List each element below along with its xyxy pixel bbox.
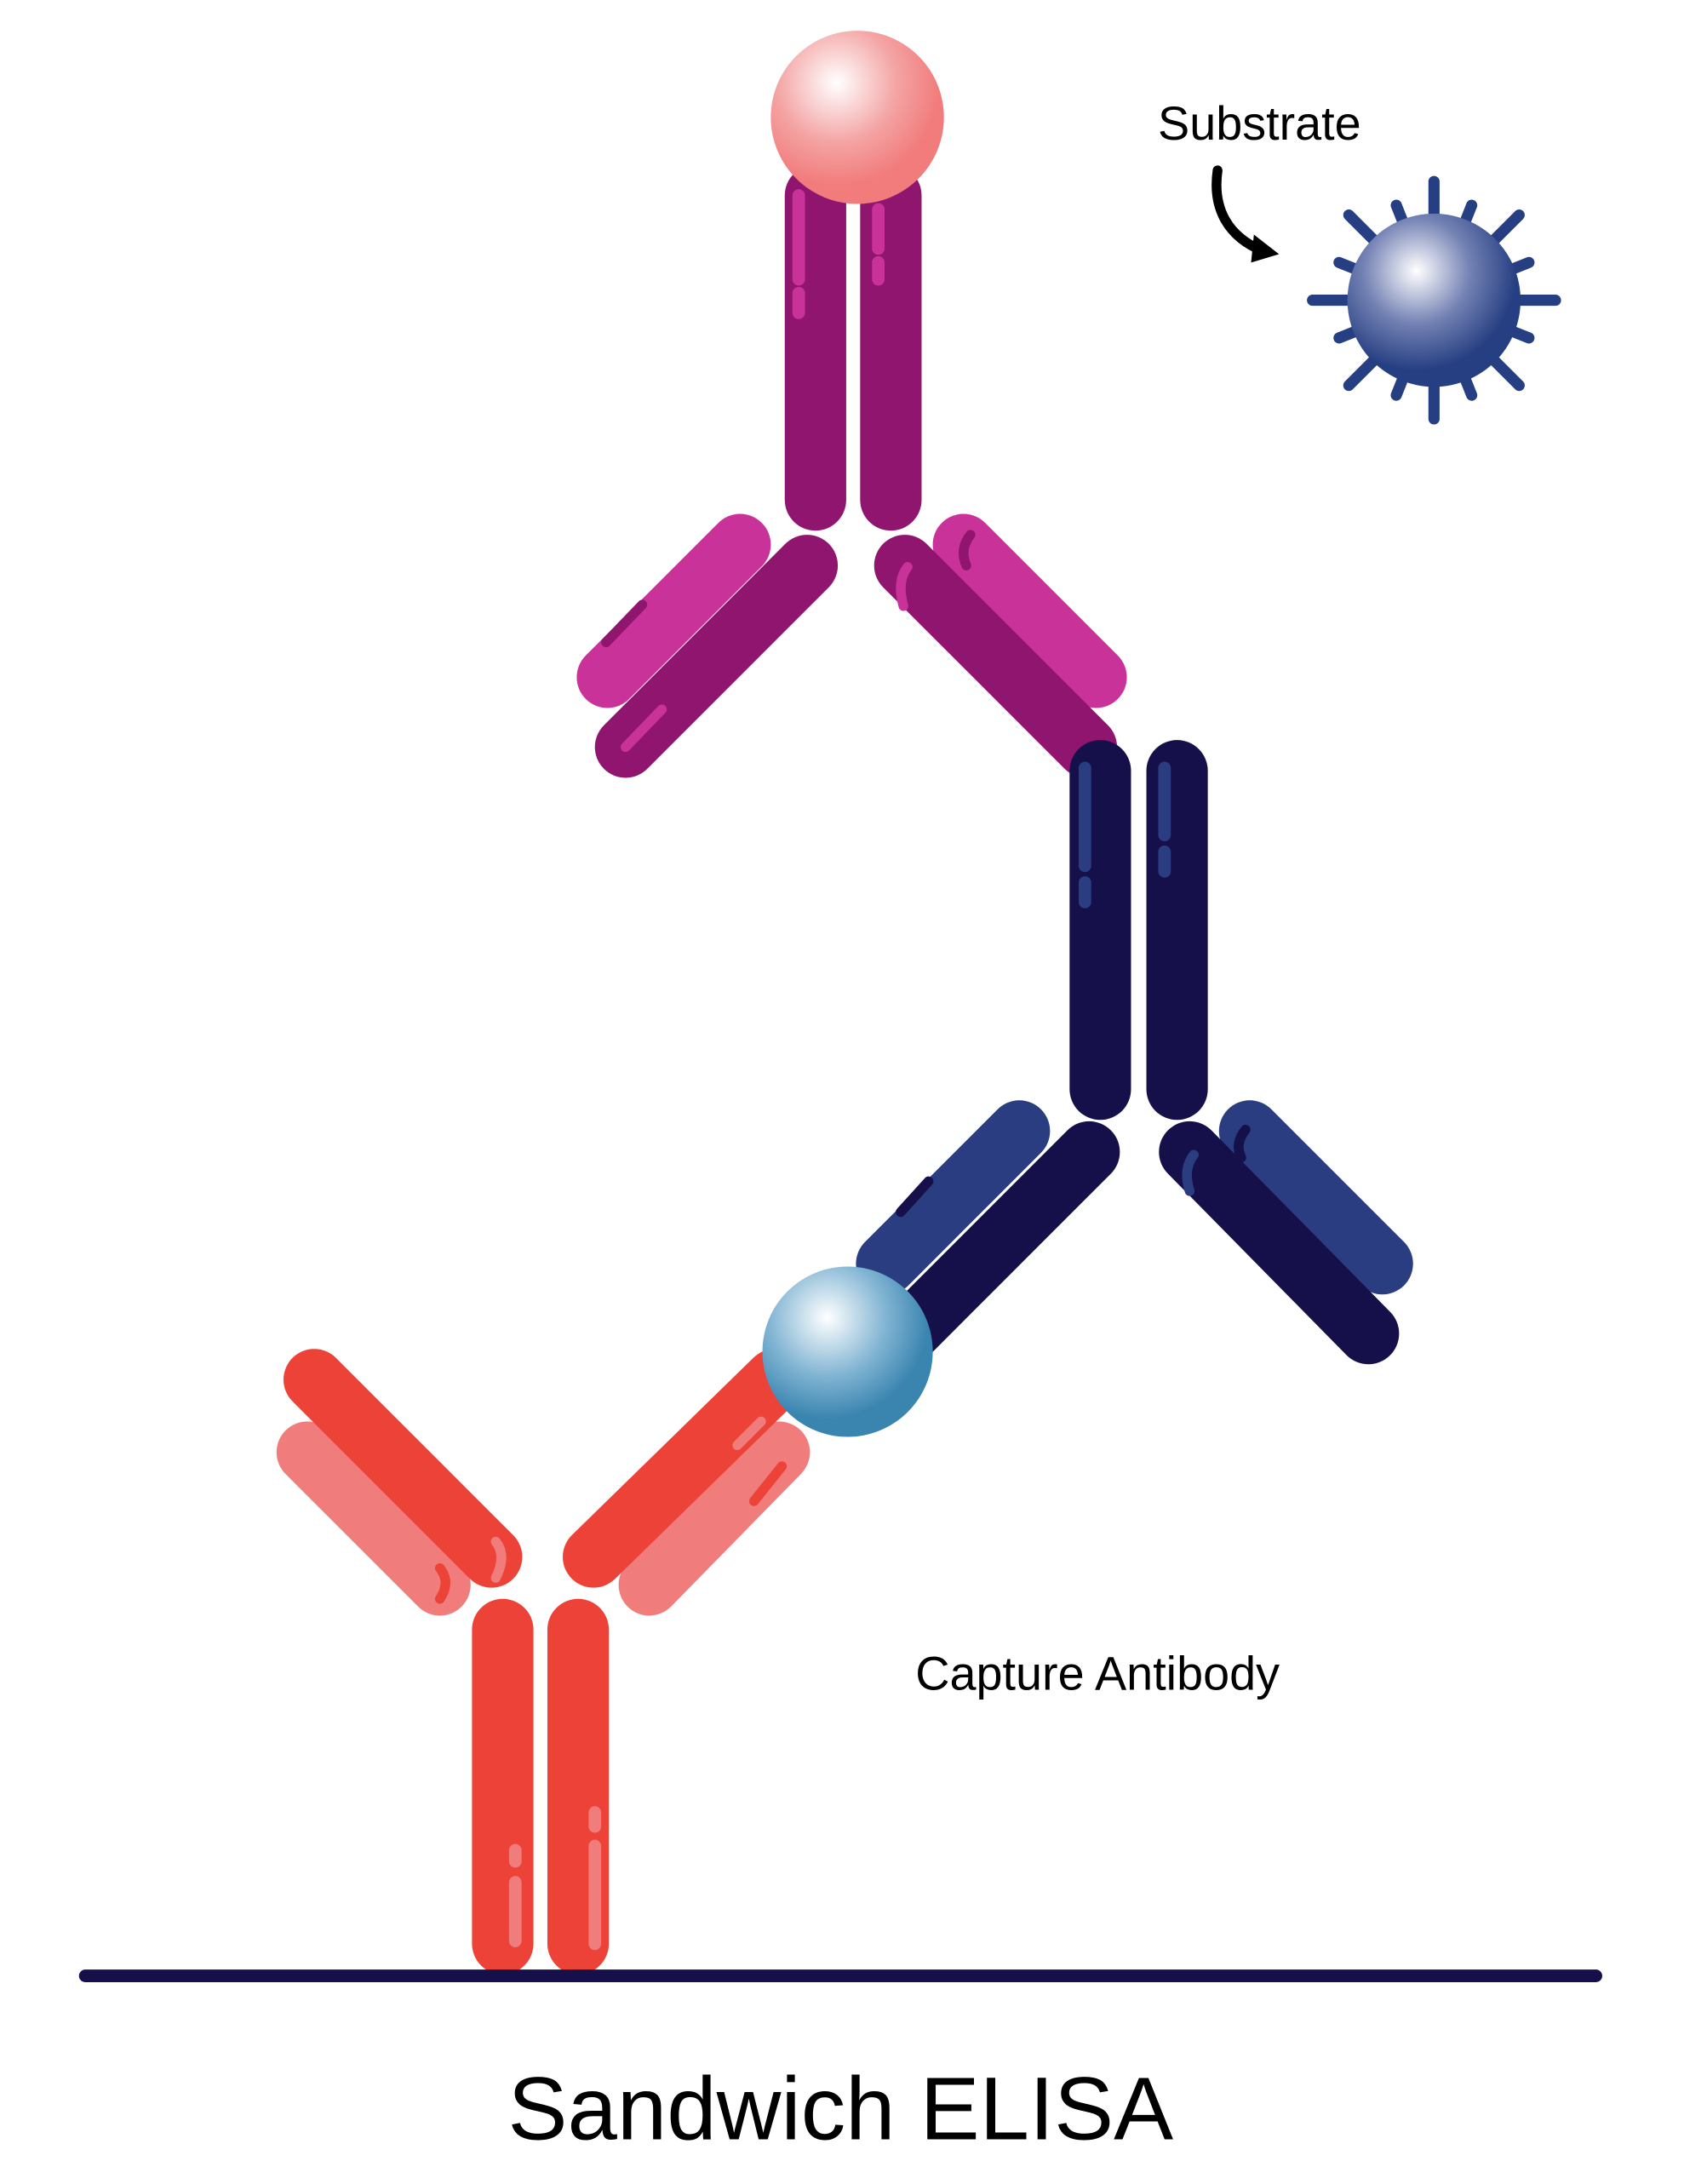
capture-antibody-label: Capture Antibody <box>915 1647 1280 1700</box>
substrate-label: Substrate <box>1158 97 1361 150</box>
antigen-sphere <box>762 1266 933 1437</box>
secondary-antibody <box>856 740 1413 1365</box>
detection-antibody <box>576 164 1127 778</box>
enzyme-conjugate-sphere <box>770 31 944 204</box>
substrate-arrow-icon <box>1211 165 1280 263</box>
substrate-sphere <box>1347 213 1521 387</box>
diagram-title: Sandwich ELISA <box>508 2059 1174 2158</box>
capture-antibody <box>276 1349 810 1975</box>
